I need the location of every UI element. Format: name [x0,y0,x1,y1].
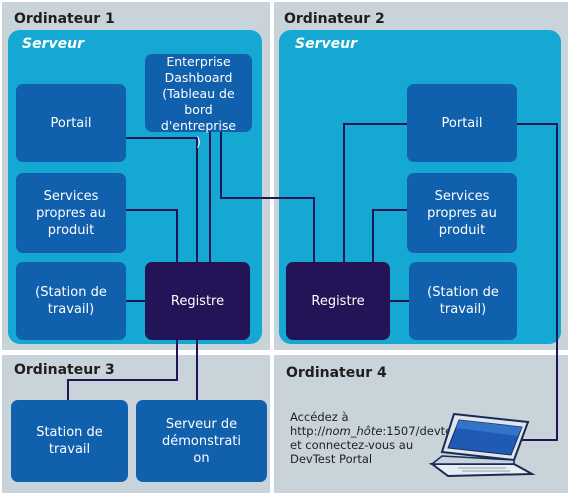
portail-2-box: Portail [407,84,517,162]
ordinateur-3-title: Ordinateur 3 [14,362,115,378]
dashboard-box: Enterprise Dashboard (Tableau de bord d'… [145,54,252,149]
portail-1-box: Portail [16,84,126,162]
access-url: http://nom_hôte:1507/devtest [290,424,463,438]
demo-server-box: Serveur de démonstrati on [136,400,267,482]
ordinateur-4-title: Ordinateur 4 [286,365,387,381]
services-2-box: Services propres au produit [407,173,517,253]
access-url-prefix: http:// [290,424,326,438]
station-1-box: (Station de travail) [16,262,126,340]
ordinateur-1-title: Ordinateur 1 [14,11,115,27]
station-3-box: Station de travail [11,400,128,482]
registre-2-box: Registre [286,262,390,340]
access-line-1: Accédez à [290,410,349,424]
station-2-box: (Station de travail) [409,262,517,340]
registre-1-box: Registre [145,262,250,340]
services-1-box: Services propres au produit [16,173,126,253]
serveur-2-title: Serveur [295,36,357,52]
access-instructions: Accédez à http://nom_hôte:1507/devtest e… [290,410,463,466]
laptop-icon [429,412,536,478]
serveur-1-title: Serveur [22,36,84,52]
ordinateur-2-title: Ordinateur 2 [284,11,385,27]
access-url-host: nom_hôte [325,424,383,438]
access-url-suffix: :1507/devtest [382,424,463,438]
access-line-3: et connectez-vous au [290,438,414,452]
access-line-4: DevTest Portal [290,452,373,466]
